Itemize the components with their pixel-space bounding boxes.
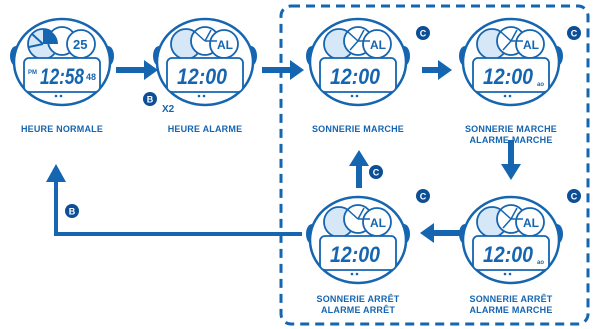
top-right-digits: AL [370,216,386,230]
arrow-ring-on-to-alarm-on [422,60,452,80]
button-b-badge-return: B [65,204,79,218]
display-time: 12:00 [177,64,228,89]
label-ring-off-alarm-off: SONNERIE ARRÊT ALARME ARRÊT [316,294,400,315]
top-right-digits: 25 [73,37,87,52]
watch-ring-on-alarm-on: 12:00 ao AL [457,17,565,107]
cycle-group-boundary [279,4,590,326]
top-right-digits: AL [217,38,233,52]
button-c-badge-ring-on: C [416,26,430,40]
label-alarm-time: HEURE ALARME [167,124,243,134]
svg-text:C: C [373,168,380,178]
svg-text:C: C [571,29,578,39]
button-c-badge-cycle: C [369,165,383,179]
arrow-down-to-ring-off-alarm-off [420,223,462,243]
label-ring-on: SONNERIE MARCHE [311,124,404,134]
label-normal-time: HEURE NORMALE [20,124,104,134]
watch-normal-time: PM 12:58 48 25 [8,17,116,107]
sub-indicator: ao [537,260,544,266]
sub-indicator: ao [537,82,544,88]
svg-text:B: B [69,207,76,217]
top-right-digits: AL [523,38,539,52]
button-b-badge: B [143,92,157,106]
display-time: 12:00 [330,242,381,267]
svg-text:C: C [571,192,578,202]
svg-text:B: B [147,95,154,105]
svg-text:C: C [420,192,427,202]
display-time: 12:58 [40,64,85,89]
watch-ring-on: 12:00 AL [304,17,412,107]
display-time: 12:00 [330,64,381,89]
top-right-digits: AL [370,38,386,52]
pm-indicator: PM [28,70,37,76]
button-c-badge-ring-off-alarm-off: C [416,189,430,203]
display-time: 12:00 [483,64,534,89]
arrow-normal-to-alarm [116,60,158,80]
arrow-return-to-normal [46,164,302,236]
display-seconds: 48 [86,72,96,82]
display-time: 12:00 [483,242,534,267]
watch-alarm-time: 12:00 AL [151,17,259,107]
arrow-alarm-to-ring-on [262,60,304,80]
top-right-digits: AL [523,216,539,230]
button-c-badge-ring-off-alarm-on: C [567,189,581,203]
press-count-x2: X2 [162,104,175,115]
watch-ring-off-alarm-on: 12:00 ao AL [457,195,565,285]
label-ring-on-alarm-on: SONNERIE MARCHE ALARME MARCHE [464,124,557,145]
svg-text:C: C [420,29,427,39]
button-c-badge-alarm-on: C [567,26,581,40]
watch-ring-off-alarm-off: 12:00 AL [304,195,412,285]
label-ring-off-alarm-on: SONNERIE ARRÊT ALARME MARCHE [469,294,553,315]
arrow-cycle-up [349,150,369,188]
arrow-alarm-on-down [501,140,521,180]
